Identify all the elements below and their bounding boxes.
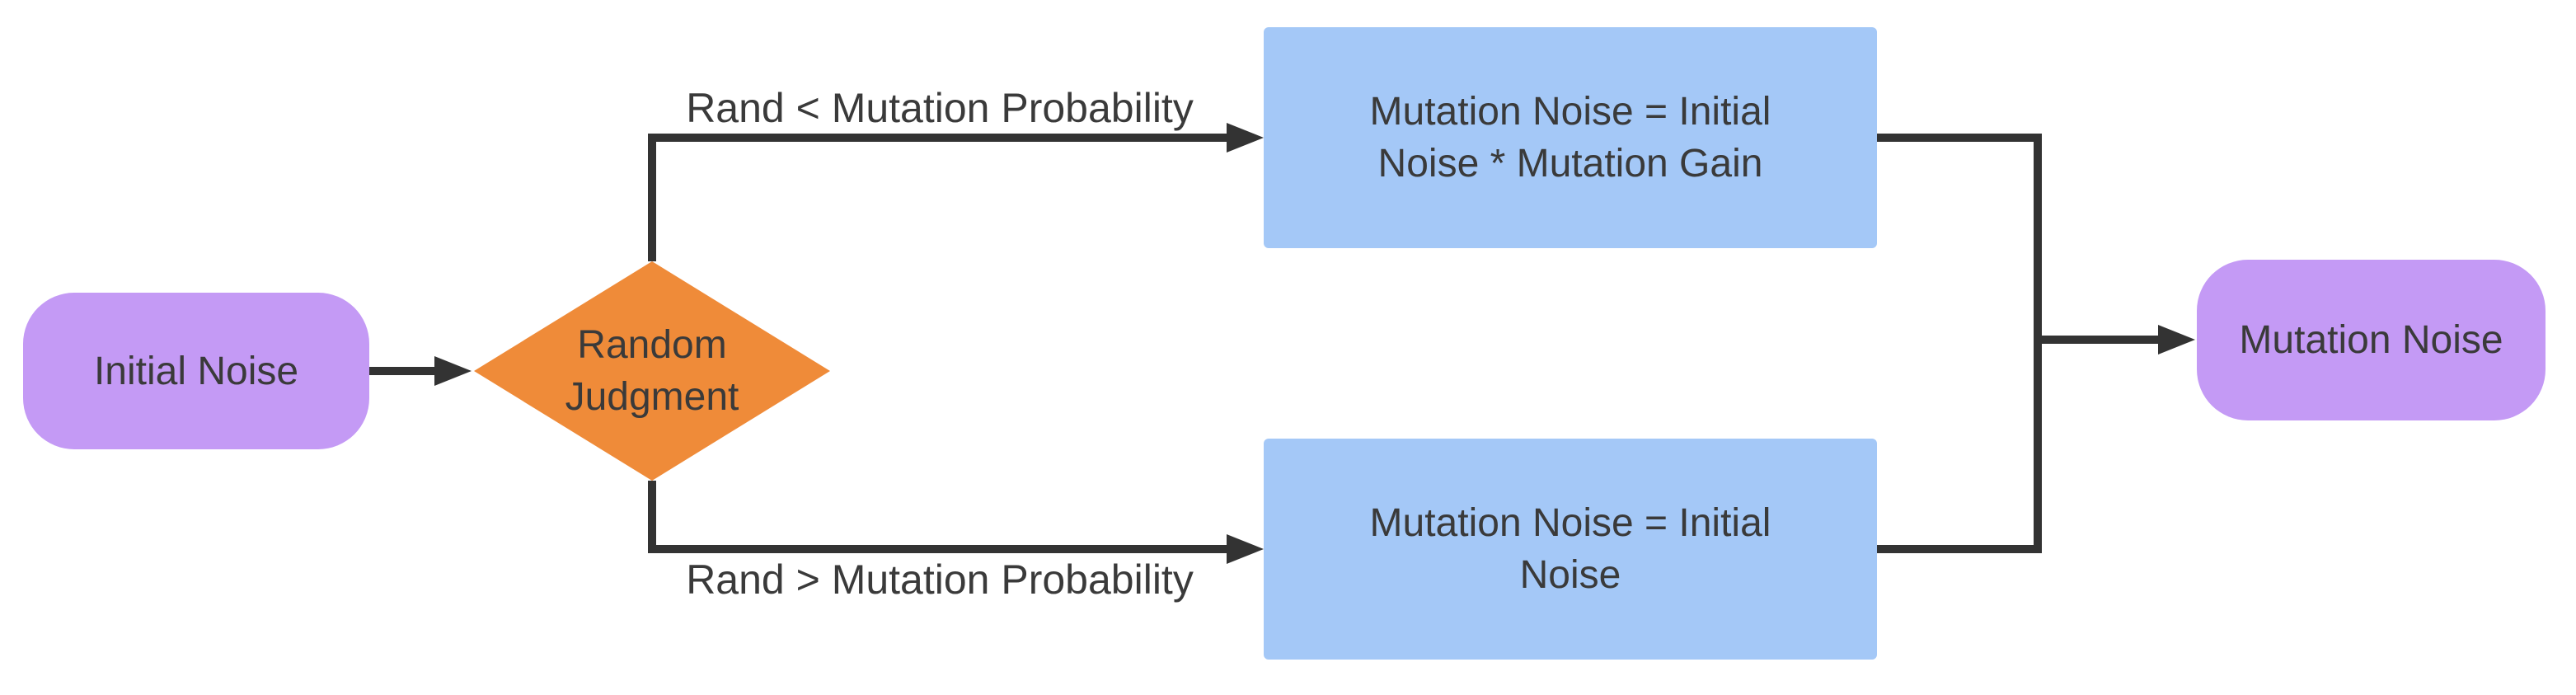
edge-decision-to-top-line (648, 134, 1227, 261)
edge-merge-rail-line (1877, 134, 2042, 553)
node-mutation-gain-process: Mutation Noise = Initial Noise * Mutatio… (1264, 27, 1877, 248)
node-mutation-gain-process-label: Mutation Noise = Initial Noise * Mutatio… (1369, 90, 1771, 185)
node-initial-noise: Initial Noise (23, 293, 369, 449)
edge-decision-to-bottom-arrowhead-icon (1227, 534, 1264, 564)
node-mutation-noise-label: Mutation Noise (2239, 318, 2503, 362)
node-random-judgment: Random Judgment (545, 267, 759, 475)
edge-label-rand-less: Rand < Mutation Probability (686, 85, 1194, 131)
edge-decision-to-bottom-line (648, 481, 1227, 553)
edge-merge-to-output-arrowhead-icon (2158, 325, 2195, 355)
node-no-mutation-process-label: Mutation Noise = Initial Noise (1369, 501, 1771, 597)
node-mutation-noise: Mutation Noise (2197, 260, 2546, 420)
node-random-judgment-label: Random Judgment (565, 323, 739, 419)
edge-initial-to-decision-arrowhead-icon (434, 356, 472, 386)
node-no-mutation-process: Mutation Noise = Initial Noise (1264, 439, 1877, 660)
edge-label-rand-greater: Rand > Mutation Probability (686, 556, 1194, 603)
edge-decision-to-top-arrowhead-icon (1227, 123, 1264, 153)
decision-diamond-shape (474, 261, 830, 481)
node-initial-noise-label: Initial Noise (93, 349, 299, 393)
